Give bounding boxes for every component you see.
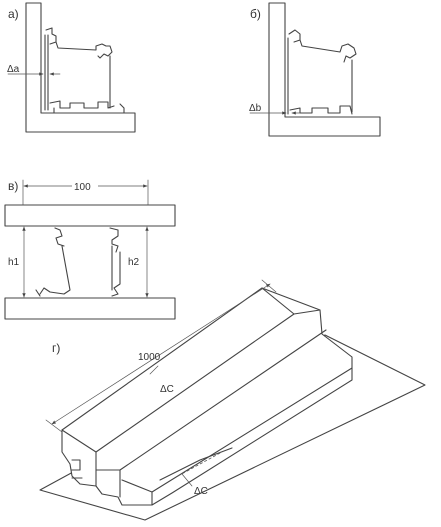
dim-width-100: 100 bbox=[74, 182, 91, 193]
dim-delta-a: Δa bbox=[7, 64, 20, 75]
panel-v-right-profile bbox=[109, 227, 121, 297]
dim-length-1000: 1000 bbox=[138, 352, 161, 363]
panel-b-square bbox=[268, 2, 381, 137]
panel-v-bottom-plate bbox=[4, 297, 176, 320]
section-label-g: г) bbox=[52, 341, 60, 355]
panel-a-square bbox=[25, 2, 136, 133]
panel-v-left-profile bbox=[35, 227, 71, 297]
panel-g: г) 1000 ΔC ΔC bbox=[39, 279, 426, 521]
dim-delta-c-top: ΔC bbox=[160, 384, 174, 395]
section-label-a: а) bbox=[8, 7, 19, 21]
dim-h2: h2 bbox=[128, 257, 140, 268]
panel-b-profile bbox=[288, 29, 357, 63]
dim-delta-c-bottom: ΔC bbox=[194, 486, 208, 497]
panel-a-profile bbox=[45, 27, 113, 59]
dim-delta-b: Δb bbox=[249, 103, 262, 114]
panel-v-top-plate bbox=[4, 204, 176, 227]
section-label-v: в) bbox=[8, 179, 18, 193]
section-label-b: б) bbox=[250, 7, 261, 21]
dim-h1: h1 bbox=[8, 257, 20, 268]
panel-v: в) 100 h1 h2 bbox=[4, 179, 176, 320]
panel-b: б) Δb bbox=[249, 2, 381, 137]
panel-a: а) Δa bbox=[7, 2, 136, 133]
